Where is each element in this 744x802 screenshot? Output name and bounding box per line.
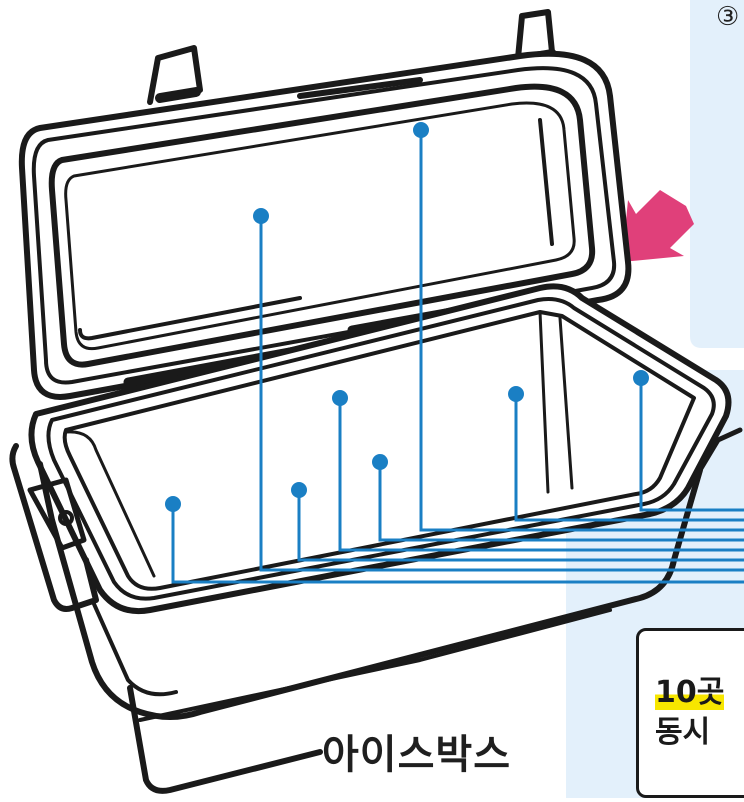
callout-line-2: 동시 [655,707,710,751]
info-panel-top [690,0,744,348]
corner-mark: ③ [716,2,739,32]
sensor-dot [633,370,649,386]
sensor-dot [413,122,429,138]
callout-highlight: 10곳 [655,675,724,710]
arrow-down-left-icon [622,190,694,262]
callout-line-1: 10곳 [655,667,724,711]
sensor-dot [291,482,307,498]
sensor-dot [165,496,181,512]
ice-box-caption: 아이스박스 [322,722,511,780]
sensor-dot [253,208,269,224]
sensor-dot [332,390,348,406]
sensor-dot [508,386,524,402]
callout-box: 10곳 동시 [636,628,744,798]
sensor-dot [372,454,388,470]
